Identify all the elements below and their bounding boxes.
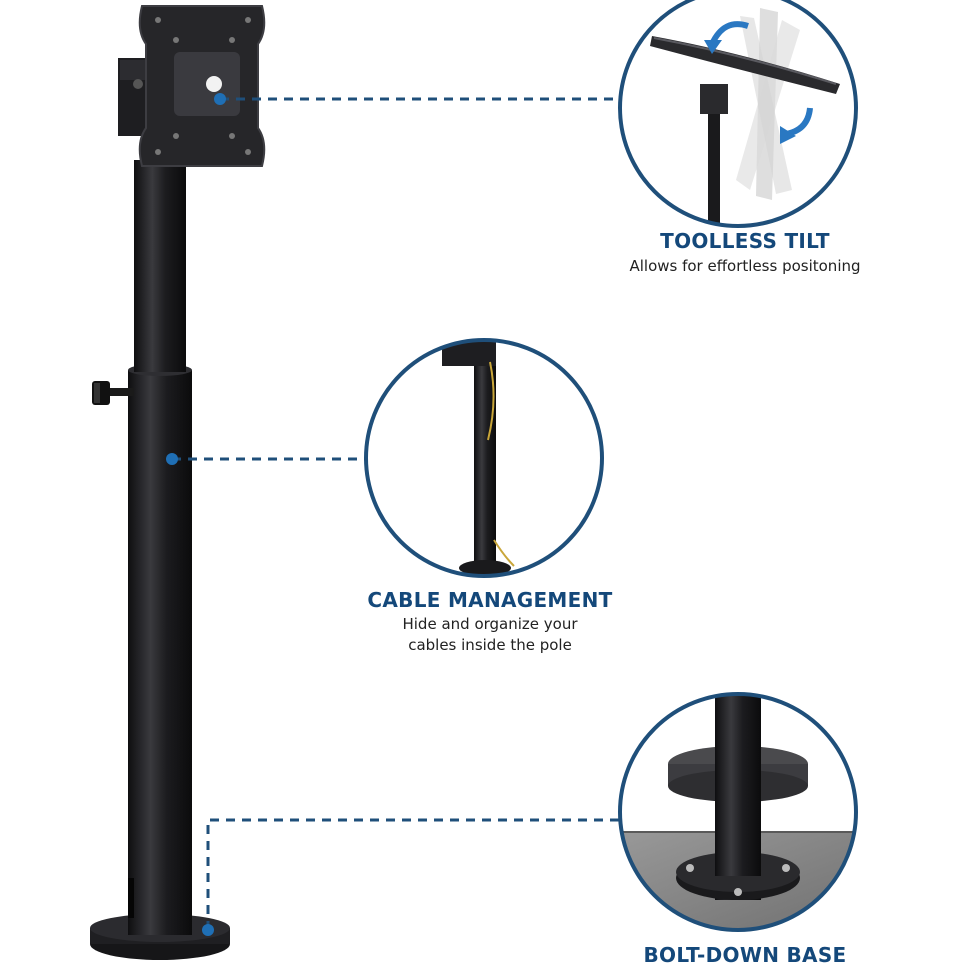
monitor-pole <box>90 5 266 960</box>
cable-detail-circle <box>364 338 604 578</box>
callout-dot <box>214 93 226 105</box>
callout-dot <box>166 453 178 465</box>
tilt-arrows-icon <box>704 21 813 144</box>
tension-knob-icon <box>92 381 134 405</box>
base-detail-circle <box>618 692 858 932</box>
tilt-detail-circle <box>618 0 858 228</box>
feature-desc-tilt: Allows for effortless positoning <box>629 257 861 275</box>
vesa-plate-icon <box>138 5 266 167</box>
feature-title-base: BOLT-DOWN BASE <box>643 943 847 967</box>
feature-title-tilt: TOOLLESS TILT <box>660 229 830 253</box>
feature-desc-cable: Hide and organize your cables inside the… <box>340 614 640 656</box>
lower-tube <box>128 370 192 935</box>
feature-desc-line: cables inside the pole <box>408 636 572 654</box>
bolt-icon <box>686 864 790 896</box>
feature-title-cable: CABLE MANAGEMENT <box>367 588 613 612</box>
callout-dot <box>202 924 214 936</box>
upper-tube <box>134 160 186 372</box>
callout-lines <box>172 97 622 930</box>
feature-desc-line: Hide and organize your <box>402 615 578 633</box>
